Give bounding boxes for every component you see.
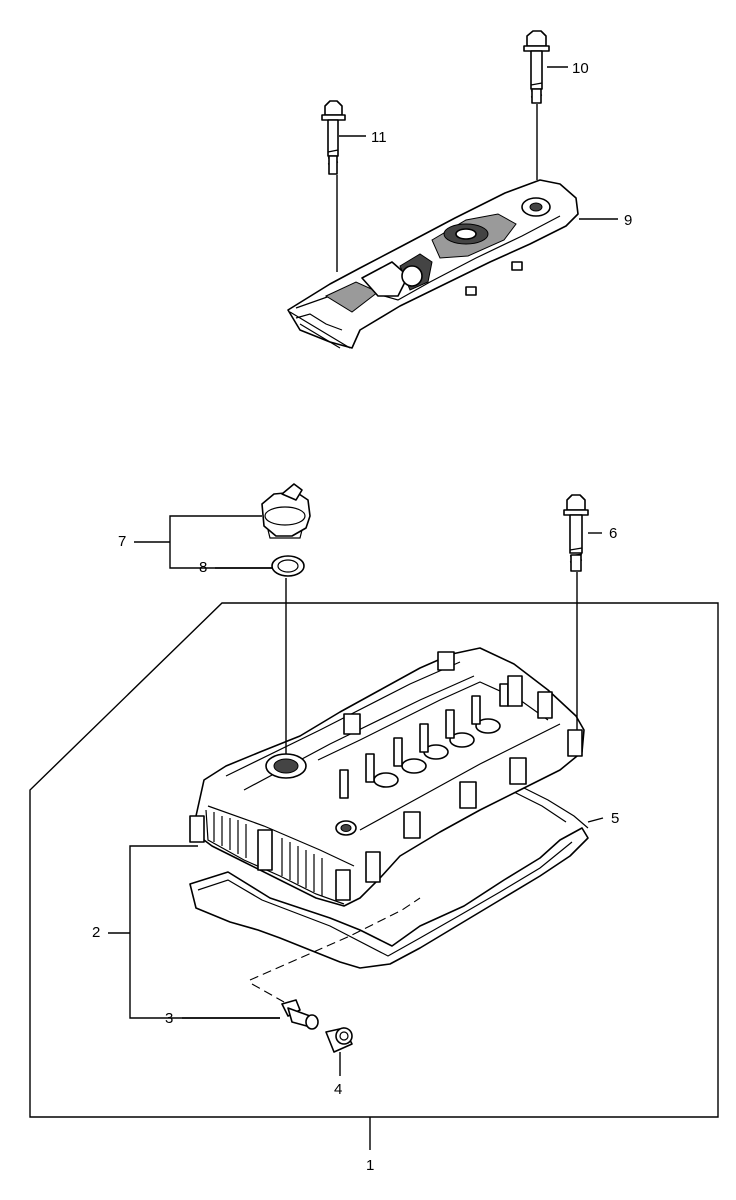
pcv-valve-3 — [281, 999, 319, 1030]
callout-4: 4 — [334, 1081, 342, 1098]
callout-3: 3 — [165, 1010, 173, 1027]
grommet-4 — [325, 1027, 353, 1053]
head-cover-2 — [189, 647, 585, 907]
callout-10: 10 — [572, 60, 589, 77]
callout-2: 2 — [92, 924, 100, 941]
assembly-frame — [29, 602, 719, 1118]
callout-11: 11 — [371, 129, 387, 146]
bolt-6 — [563, 494, 589, 572]
callout-6: 6 — [609, 525, 617, 542]
gasket-5 — [189, 785, 589, 969]
bolt-10 — [523, 30, 550, 104]
callout-9: 9 — [624, 212, 632, 229]
engine-cover-9 — [287, 179, 579, 349]
bolt-11 — [321, 100, 346, 175]
callout-5: 5 — [611, 810, 619, 827]
callout-1: 1 — [366, 1157, 374, 1174]
oil-filler-cap-7 — [261, 483, 311, 539]
cap-seal-8 — [271, 555, 305, 577]
callout-8: 8 — [199, 559, 207, 576]
callout-7: 7 — [118, 533, 126, 550]
